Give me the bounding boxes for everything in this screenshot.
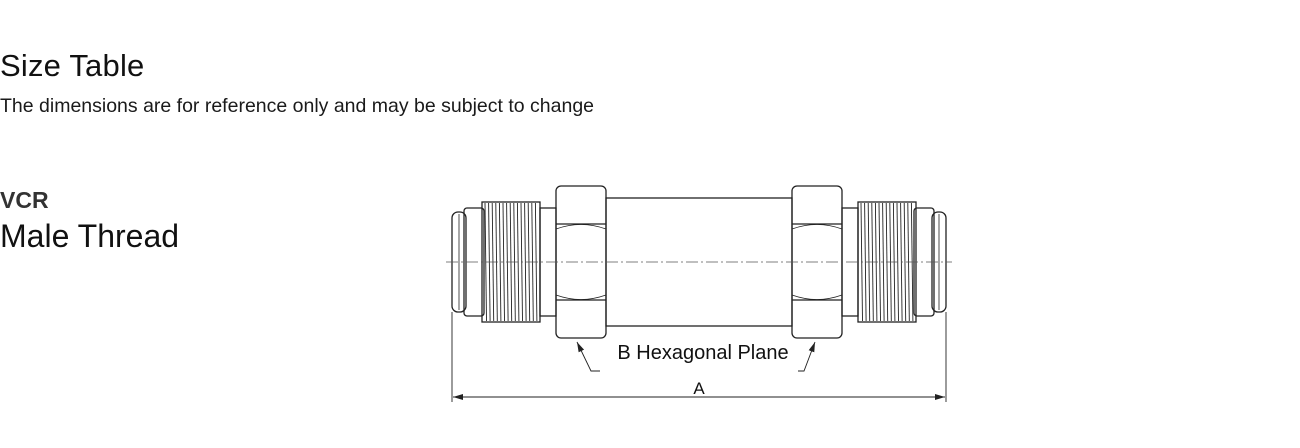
label-b-hexagonal-plane: B Hexagonal Plane [617,342,788,364]
thread-line [903,202,907,322]
page-subtitle: The dimensions are for reference only an… [0,95,595,117]
thread-line [498,202,502,322]
leader-b-left [576,341,600,372]
thread-line [882,202,885,322]
page-title: Size Table [0,48,145,83]
product-code: VCR [0,187,49,213]
label-a: A [693,379,705,398]
thread-line [502,202,505,322]
thread-line [516,202,520,322]
leader-b-right [798,341,816,372]
product-name: Male Thread [0,218,180,254]
thread-line [524,202,527,322]
thread-line [878,202,881,322]
thread-line [864,202,867,322]
thread-line [484,202,487,322]
